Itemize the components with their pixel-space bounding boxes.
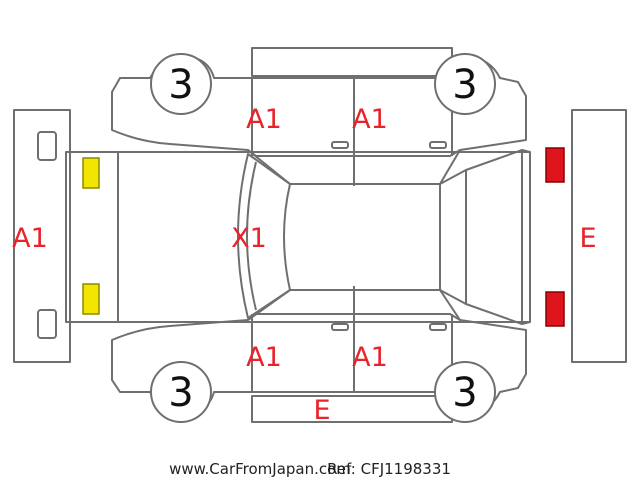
code-lower-front-door: A1 [246,342,282,373]
code-rear-bumper: E [579,223,596,254]
code-lower-rocker: E [313,395,330,426]
tire-front-left-number: 3 [168,62,193,108]
code-lower-rear-door: A1 [352,342,388,373]
top-view-body [65,149,531,325]
code-upper-rear-door: A1 [352,104,388,135]
code-front-bumper: A1 [12,223,48,254]
code-upper-front-door: A1 [246,104,282,135]
front-bumper [13,109,71,363]
footer-ref: Ref: CFJ1198331 [327,460,451,478]
bottom-rocker [251,395,453,423]
rear-bumper [571,109,627,363]
tire-rear-left-number: 3 [452,62,477,108]
rear-left-lamp [545,147,565,183]
code-hood: X1 [231,223,267,254]
tire-rear-left: 3 [434,53,496,115]
tire-front-right-number: 3 [168,370,193,416]
front-left-lamp [82,157,100,189]
tire-rear-right: 3 [434,361,496,423]
footer-site: www.CarFromJapan.com [169,460,351,478]
rear-right-lamp [545,291,565,327]
tire-front-right: 3 [150,361,212,423]
top-roof-rail [251,47,453,77]
tire-front-left: 3 [150,53,212,115]
front-right-lamp [82,283,100,315]
tire-rear-right-number: 3 [452,370,477,416]
